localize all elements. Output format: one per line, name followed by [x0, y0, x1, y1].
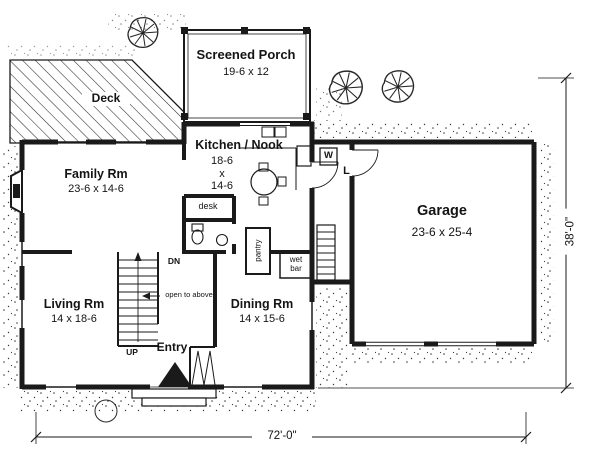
room-label-kitchen-nook: Kitchen / Nook	[195, 138, 283, 152]
room-label-garage: Garage	[417, 203, 467, 219]
stipple-ground-texture	[3, 14, 554, 412]
annotation-pantry: pantry	[253, 236, 263, 265]
kitchen-dim-line-2: x	[219, 167, 225, 180]
annotation-down: DN	[167, 256, 181, 266]
room-label-dining: Dining Rm	[230, 297, 294, 311]
annotation-laundry: L	[343, 165, 350, 177]
annotation-up: UP	[126, 347, 138, 357]
annotation-washer: W	[324, 150, 333, 161]
dimension-lines	[30, 72, 574, 444]
kitchen-dim-line-1: 18-6	[210, 155, 234, 167]
room-dims-living: 14 x 18-6	[51, 313, 97, 325]
room-label-deck: Deck	[82, 91, 130, 106]
wet-bar-counter	[279, 254, 312, 279]
room-dims-dining: 14 x 15-6	[239, 313, 285, 325]
windows	[21, 122, 496, 388]
shrub-circle	[94, 399, 118, 423]
garage-staircase	[316, 224, 336, 281]
room-label-living: Living Rm	[43, 297, 105, 311]
annotation-desk: desk	[198, 201, 218, 211]
dimension-width-label: 72'-0"	[252, 430, 312, 444]
open-to-above-arrow	[142, 292, 160, 300]
annotation-open-to-above: open to above	[165, 290, 213, 299]
door-swings	[311, 149, 379, 189]
main-staircase	[117, 252, 159, 347]
kitchen-fixtures	[240, 126, 312, 206]
room-label-screened-porch: Screened Porch	[196, 47, 296, 62]
kitchen-dim-line-3: 14-6	[210, 180, 234, 193]
room-label-entry: Entry	[156, 340, 188, 354]
fireplace	[10, 168, 23, 215]
annotation-wet-bar: wet bar	[289, 255, 303, 274]
room-dims-kitchen-nook: 18-6 x 14-6	[192, 155, 252, 193]
laundry-fixtures	[319, 147, 338, 166]
interior-walls	[22, 144, 312, 347]
room-dims-screened-porch: 19-6 x 12	[223, 66, 269, 78]
room-label-family: Family Rm	[64, 167, 128, 181]
room-dims-family: 23-6 x 14-6	[68, 183, 124, 195]
dimension-depth-label: 38'-0"	[564, 208, 578, 255]
room-dims-garage: 23-6 x 25-4	[411, 225, 473, 239]
entry-features	[131, 346, 217, 407]
bath-fixtures	[191, 223, 229, 247]
exterior-walls	[19, 121, 537, 390]
